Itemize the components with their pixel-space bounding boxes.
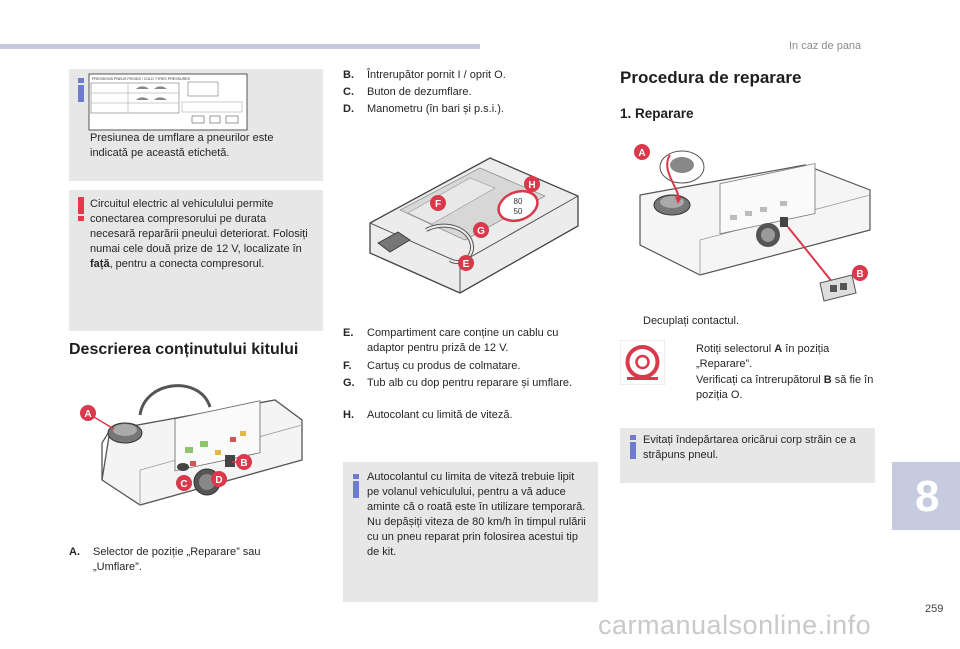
- item-b: B. Întrerupător pornit I / oprit O.: [343, 69, 506, 81]
- callout-f: F: [435, 199, 441, 210]
- tyre-label-title: PRESSIONS PNEUS FROIDS / COLD TYRES PRES…: [92, 77, 191, 81]
- callout-b: B: [240, 458, 247, 469]
- repair-selector-figure: A B: [634, 144, 871, 302]
- page-number: 259: [925, 603, 944, 615]
- chapter-number: 8: [915, 472, 940, 521]
- procedure-title: Procedura de reparare: [620, 68, 802, 87]
- item-a-label: A.: [69, 546, 80, 558]
- kit-section-title: Descrierea conținutului kitului: [69, 341, 299, 358]
- warning-icon: [78, 197, 84, 221]
- info-icon: [353, 474, 359, 498]
- item-e: E. Compartiment care conține un cablu cu…: [343, 327, 559, 354]
- item-a-text: Selector de poziție „Reparare” sau „Umfl…: [93, 546, 261, 573]
- step-2: Rotiți selectorul A în poziția „Reparare…: [696, 343, 830, 370]
- callout-a: A: [84, 409, 91, 420]
- tyre-pressure-label-image: PRESSIONS PNEUS FROIDS / COLD TYRES PRES…: [88, 73, 248, 131]
- callout-b-fig3: B: [856, 269, 863, 280]
- tyre-repair-icon: [620, 340, 665, 385]
- compressor-kit-figure: A B C D: [80, 384, 303, 506]
- procedure-subtitle: 1. Reparare: [620, 106, 694, 121]
- callout-g: G: [477, 226, 485, 237]
- item-d: D. Manometru (în bari și p.s.i.).: [343, 103, 504, 115]
- info-box-speed-sticker: Autocolantul cu limita de viteză trebuie…: [343, 462, 598, 602]
- item-c: C. Buton de dezumflare.: [343, 86, 472, 98]
- info-box-2-text: Autocolantul cu limita de viteză trebuie…: [367, 471, 586, 558]
- callout-h: H: [528, 180, 535, 191]
- info-box-3-text: Evitați îndepărtarea oricărui corp străi…: [643, 434, 856, 461]
- info-icon: [630, 435, 636, 459]
- item-h: H. Autocolant cu limită de viteză.: [343, 409, 513, 421]
- warning-text: Circuitul electric al vehiculului permit…: [90, 198, 308, 270]
- kit-box-figure: 80 50 F H G E: [369, 157, 579, 294]
- chapter-tab: 8: [892, 462, 960, 530]
- header-accent-bar: [0, 44, 480, 49]
- callout-e: E: [463, 259, 470, 270]
- info-icon: [78, 78, 84, 102]
- callout-d: D: [215, 475, 222, 486]
- watermark: carmanualsonline.info: [598, 610, 872, 640]
- callout-c: C: [180, 479, 187, 490]
- item-g: G. Tub alb cu dop pentru reparare și umf…: [343, 377, 573, 389]
- info-box-foreign-object: Evitați îndepărtarea oricărui corp străi…: [620, 428, 875, 483]
- item-f: F. Cartuș cu produs de colmatare.: [343, 360, 521, 372]
- item-a: A. Selector de poziție „Reparare” sau „U…: [69, 545, 304, 575]
- callout-a-fig3: A: [638, 148, 645, 159]
- step-3: Verificați ca întrerupătorul B să fie în…: [696, 374, 874, 401]
- speed-limit-bottom: 50: [514, 207, 523, 216]
- speed-limit-top: 80: [514, 197, 523, 206]
- section-title: In caz de pana: [789, 40, 862, 52]
- info-box-tyre-label: PRESSIONS PNEUS FROIDS / COLD TYRES PRES…: [69, 69, 323, 181]
- step-1: Decuplați contactul.: [643, 315, 739, 327]
- info-box-1-text: Presiunea de umflare a pneurilor este in…: [90, 132, 274, 159]
- warning-box: Circuitul electric al vehiculului permit…: [69, 190, 323, 331]
